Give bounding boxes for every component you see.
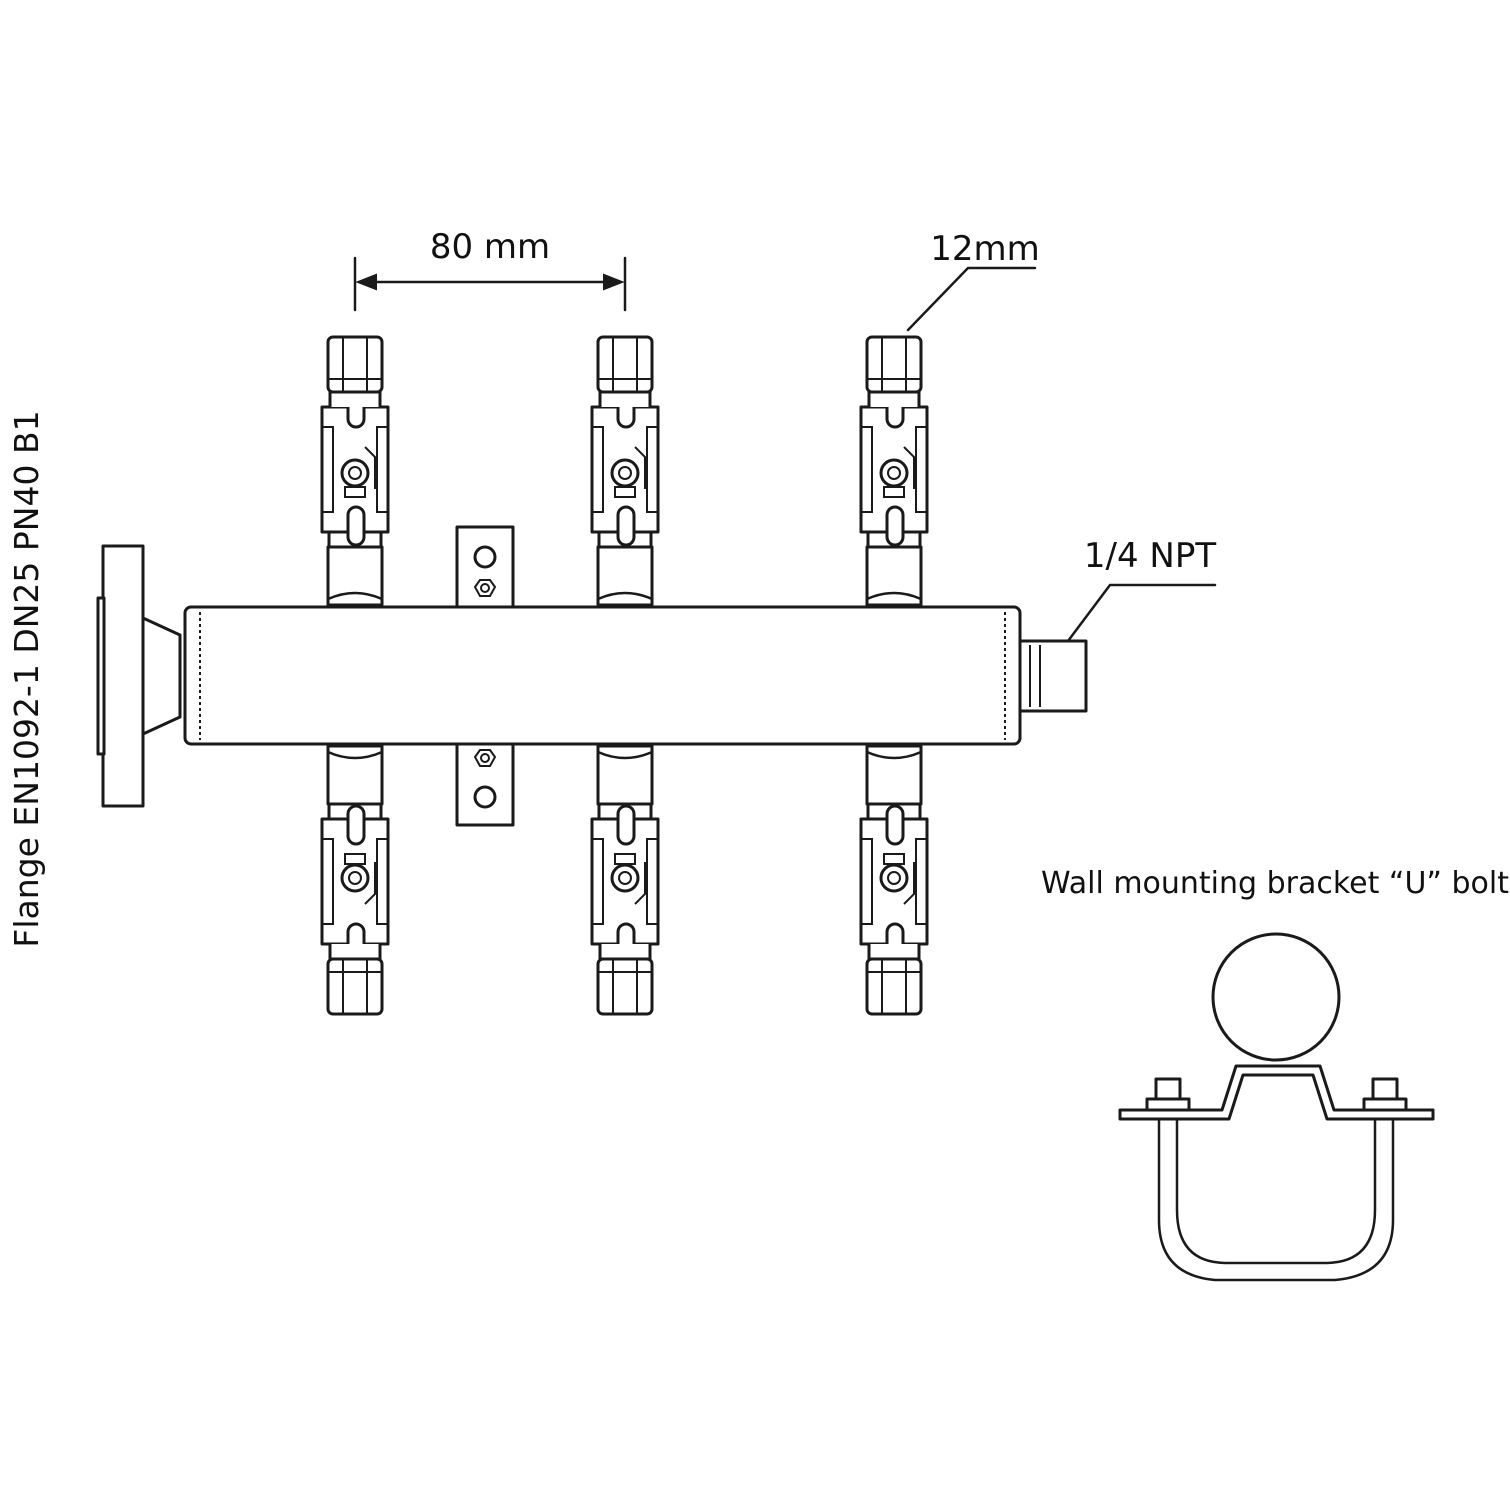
leader-npt: 1/4 NPT [1066,536,1216,643]
valve-bottom-1 [320,744,390,1016]
valve-bottom-3 [859,744,929,1016]
spacing-label: 80 mm [430,227,550,267]
valve-top-1 [320,335,390,607]
manifold-body [183,605,1022,746]
valve-bottom-2 [590,744,660,1016]
npt-label: 1/4 NPT [1084,536,1216,576]
mounting-plate [455,525,515,827]
valve-top-3 [859,335,929,607]
leader-tube-od: 12mm [906,229,1040,332]
npt-outlet [1018,639,1088,713]
u-bolt-bracket [1118,932,1435,1282]
flange-label: Flange EN1092-1 DN25 PN40 B1 [7,410,46,947]
valve-top-2 [590,335,660,607]
tube-od-label: 12mm [930,229,1040,269]
bracket-label: Wall mounting bracket “U” bolt [1041,866,1509,901]
dimension-spacing: 80 mm [353,227,627,312]
flange [96,544,182,808]
